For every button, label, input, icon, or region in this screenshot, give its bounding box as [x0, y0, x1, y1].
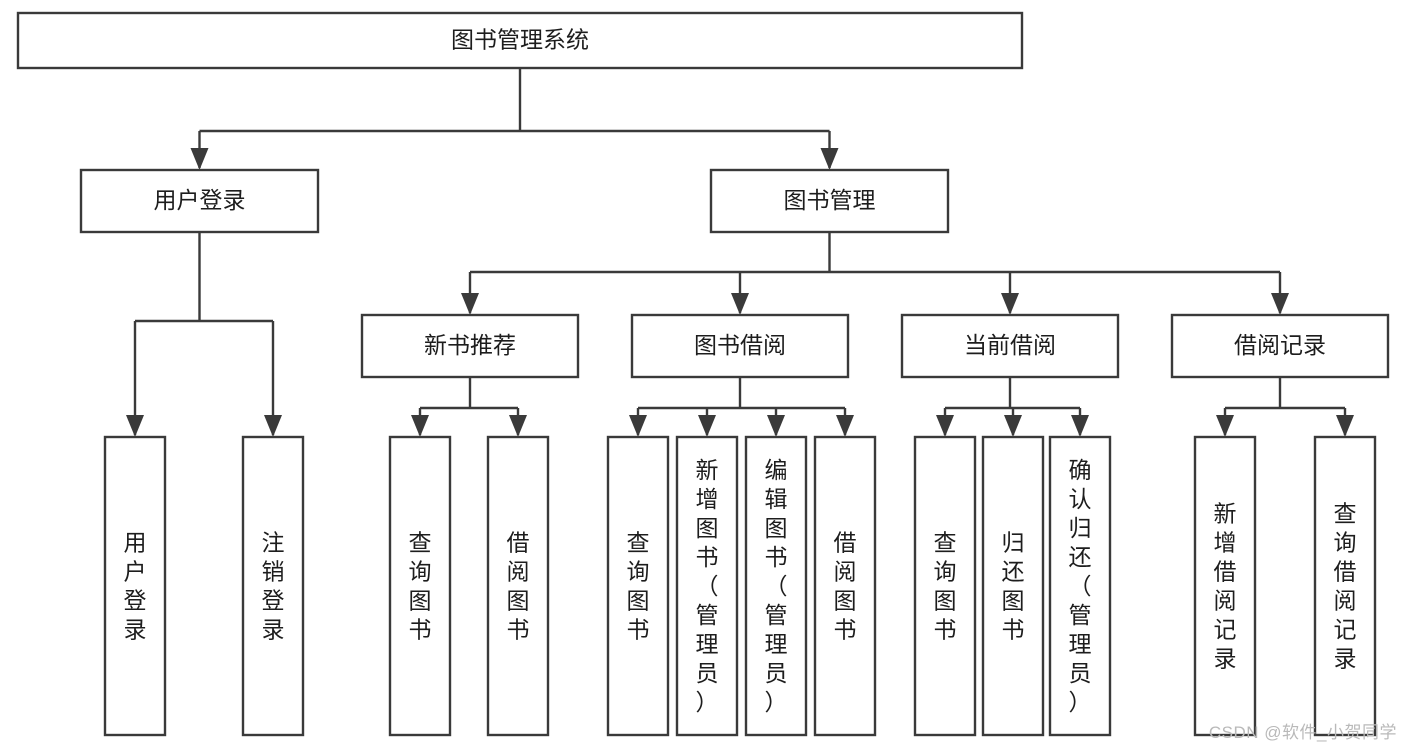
node-branch[interactable]: 用户登录 — [79, 168, 320, 234]
node-box[interactable] — [813, 435, 877, 737]
node-leaf[interactable]: 查询图书 — [913, 435, 977, 737]
node-label: 当前借阅 — [964, 332, 1056, 358]
node-label: 用户登录 — [154, 187, 246, 213]
node-box[interactable] — [388, 435, 452, 737]
arrow-head-icon — [190, 148, 209, 170]
node-label: 新书推荐 — [424, 332, 516, 358]
arrow-head-icon — [461, 293, 479, 315]
arrow-head-icon — [1271, 293, 1289, 315]
node-branch[interactable]: 借阅记录 — [1170, 313, 1390, 379]
arrow-head-icon — [1216, 415, 1234, 437]
node-label: 编辑图书（管理员） — [765, 457, 788, 715]
node-leaf[interactable]: 归还图书 — [981, 435, 1045, 737]
node-box[interactable] — [606, 435, 670, 737]
node-leaf[interactable]: 编辑图书（管理员） — [744, 435, 808, 737]
arrow-head-icon — [1001, 293, 1019, 315]
node-box[interactable] — [709, 168, 950, 234]
node-branch[interactable]: 图书管理系统 — [16, 11, 1024, 70]
node-box[interactable] — [241, 435, 305, 737]
node-leaf[interactable]: 查询图书 — [388, 435, 452, 737]
node-leaf[interactable]: 借阅图书 — [813, 435, 877, 737]
node-box[interactable] — [1193, 435, 1257, 737]
node-branch[interactable]: 当前借阅 — [900, 313, 1120, 379]
arrow-head-icon — [126, 415, 144, 437]
node-label: 图书管理系统 — [451, 27, 589, 53]
node-leaf[interactable]: 注销登录 — [241, 435, 305, 737]
node-leaf[interactable]: 用户登录 — [103, 435, 167, 737]
node-label: 查询借阅记录 — [1334, 501, 1357, 672]
node-label: 图书借阅 — [694, 332, 786, 358]
node-box[interactable] — [913, 435, 977, 737]
node-label: 归还图书 — [1002, 530, 1025, 643]
arrow-head-icon — [836, 415, 854, 437]
node-branch[interactable]: 图书借阅 — [630, 313, 850, 379]
arrow-head-icon — [1336, 415, 1354, 437]
node-box[interactable] — [900, 313, 1120, 379]
node-label: 用户登录 — [124, 530, 147, 643]
arrow-head-icon — [629, 415, 647, 437]
arrow-head-icon — [264, 415, 282, 437]
node-box[interactable] — [1048, 435, 1112, 737]
node-label: 查询图书 — [627, 530, 650, 643]
node-label: 注销登录 — [262, 530, 285, 643]
node-label: 查询图书 — [934, 530, 957, 643]
node-box[interactable] — [1170, 313, 1390, 379]
arrow-head-icon — [1004, 415, 1022, 437]
node-box[interactable] — [675, 435, 739, 737]
node-leaf[interactable]: 查询图书 — [606, 435, 670, 737]
node-label: 查询图书 — [409, 530, 432, 643]
node-label: 借阅记录 — [1234, 332, 1326, 358]
node-label: 确认归还（管理员） — [1069, 457, 1092, 715]
node-box[interactable] — [360, 313, 580, 379]
node-box[interactable] — [630, 313, 850, 379]
node-label: 借阅图书 — [507, 530, 530, 643]
arrow-head-icon — [936, 415, 954, 437]
arrow-head-icon — [509, 415, 527, 437]
arrow-head-icon — [731, 293, 749, 315]
node-leaf[interactable]: 查询借阅记录 — [1313, 435, 1377, 737]
node-branch[interactable]: 图书管理 — [709, 168, 950, 234]
arrow-head-icon — [767, 415, 785, 437]
node-box[interactable] — [103, 435, 167, 737]
node-leaf[interactable]: 新增图书（管理员） — [675, 435, 739, 737]
csdn-watermark: CSDN @软件_小贺同学 — [1208, 723, 1397, 742]
node-box[interactable] — [1313, 435, 1377, 737]
arrow-head-icon — [820, 148, 839, 170]
node-box[interactable] — [981, 435, 1045, 737]
node-box[interactable] — [744, 435, 808, 737]
nodes-layer: 图书管理系统用户登录图书管理用户登录注销登录新书推荐图书借阅当前借阅借阅记录查询… — [16, 11, 1390, 737]
node-box[interactable] — [486, 435, 550, 737]
node-label: 新增借阅记录 — [1214, 501, 1237, 672]
node-leaf[interactable]: 确认归还（管理员） — [1048, 435, 1112, 737]
node-leaf[interactable]: 借阅图书 — [486, 435, 550, 737]
node-label: 新增图书（管理员） — [696, 457, 719, 715]
arrow-head-icon — [698, 415, 716, 437]
arrow-head-icon — [411, 415, 429, 437]
node-label: 借阅图书 — [834, 530, 857, 643]
node-box[interactable] — [79, 168, 320, 234]
node-box[interactable] — [16, 11, 1024, 70]
node-label: 图书管理 — [784, 187, 876, 213]
arrow-head-icon — [1071, 415, 1089, 437]
connectors-layer — [126, 68, 1354, 437]
node-leaf[interactable]: 新增借阅记录 — [1193, 435, 1257, 737]
node-branch[interactable]: 新书推荐 — [360, 313, 580, 379]
